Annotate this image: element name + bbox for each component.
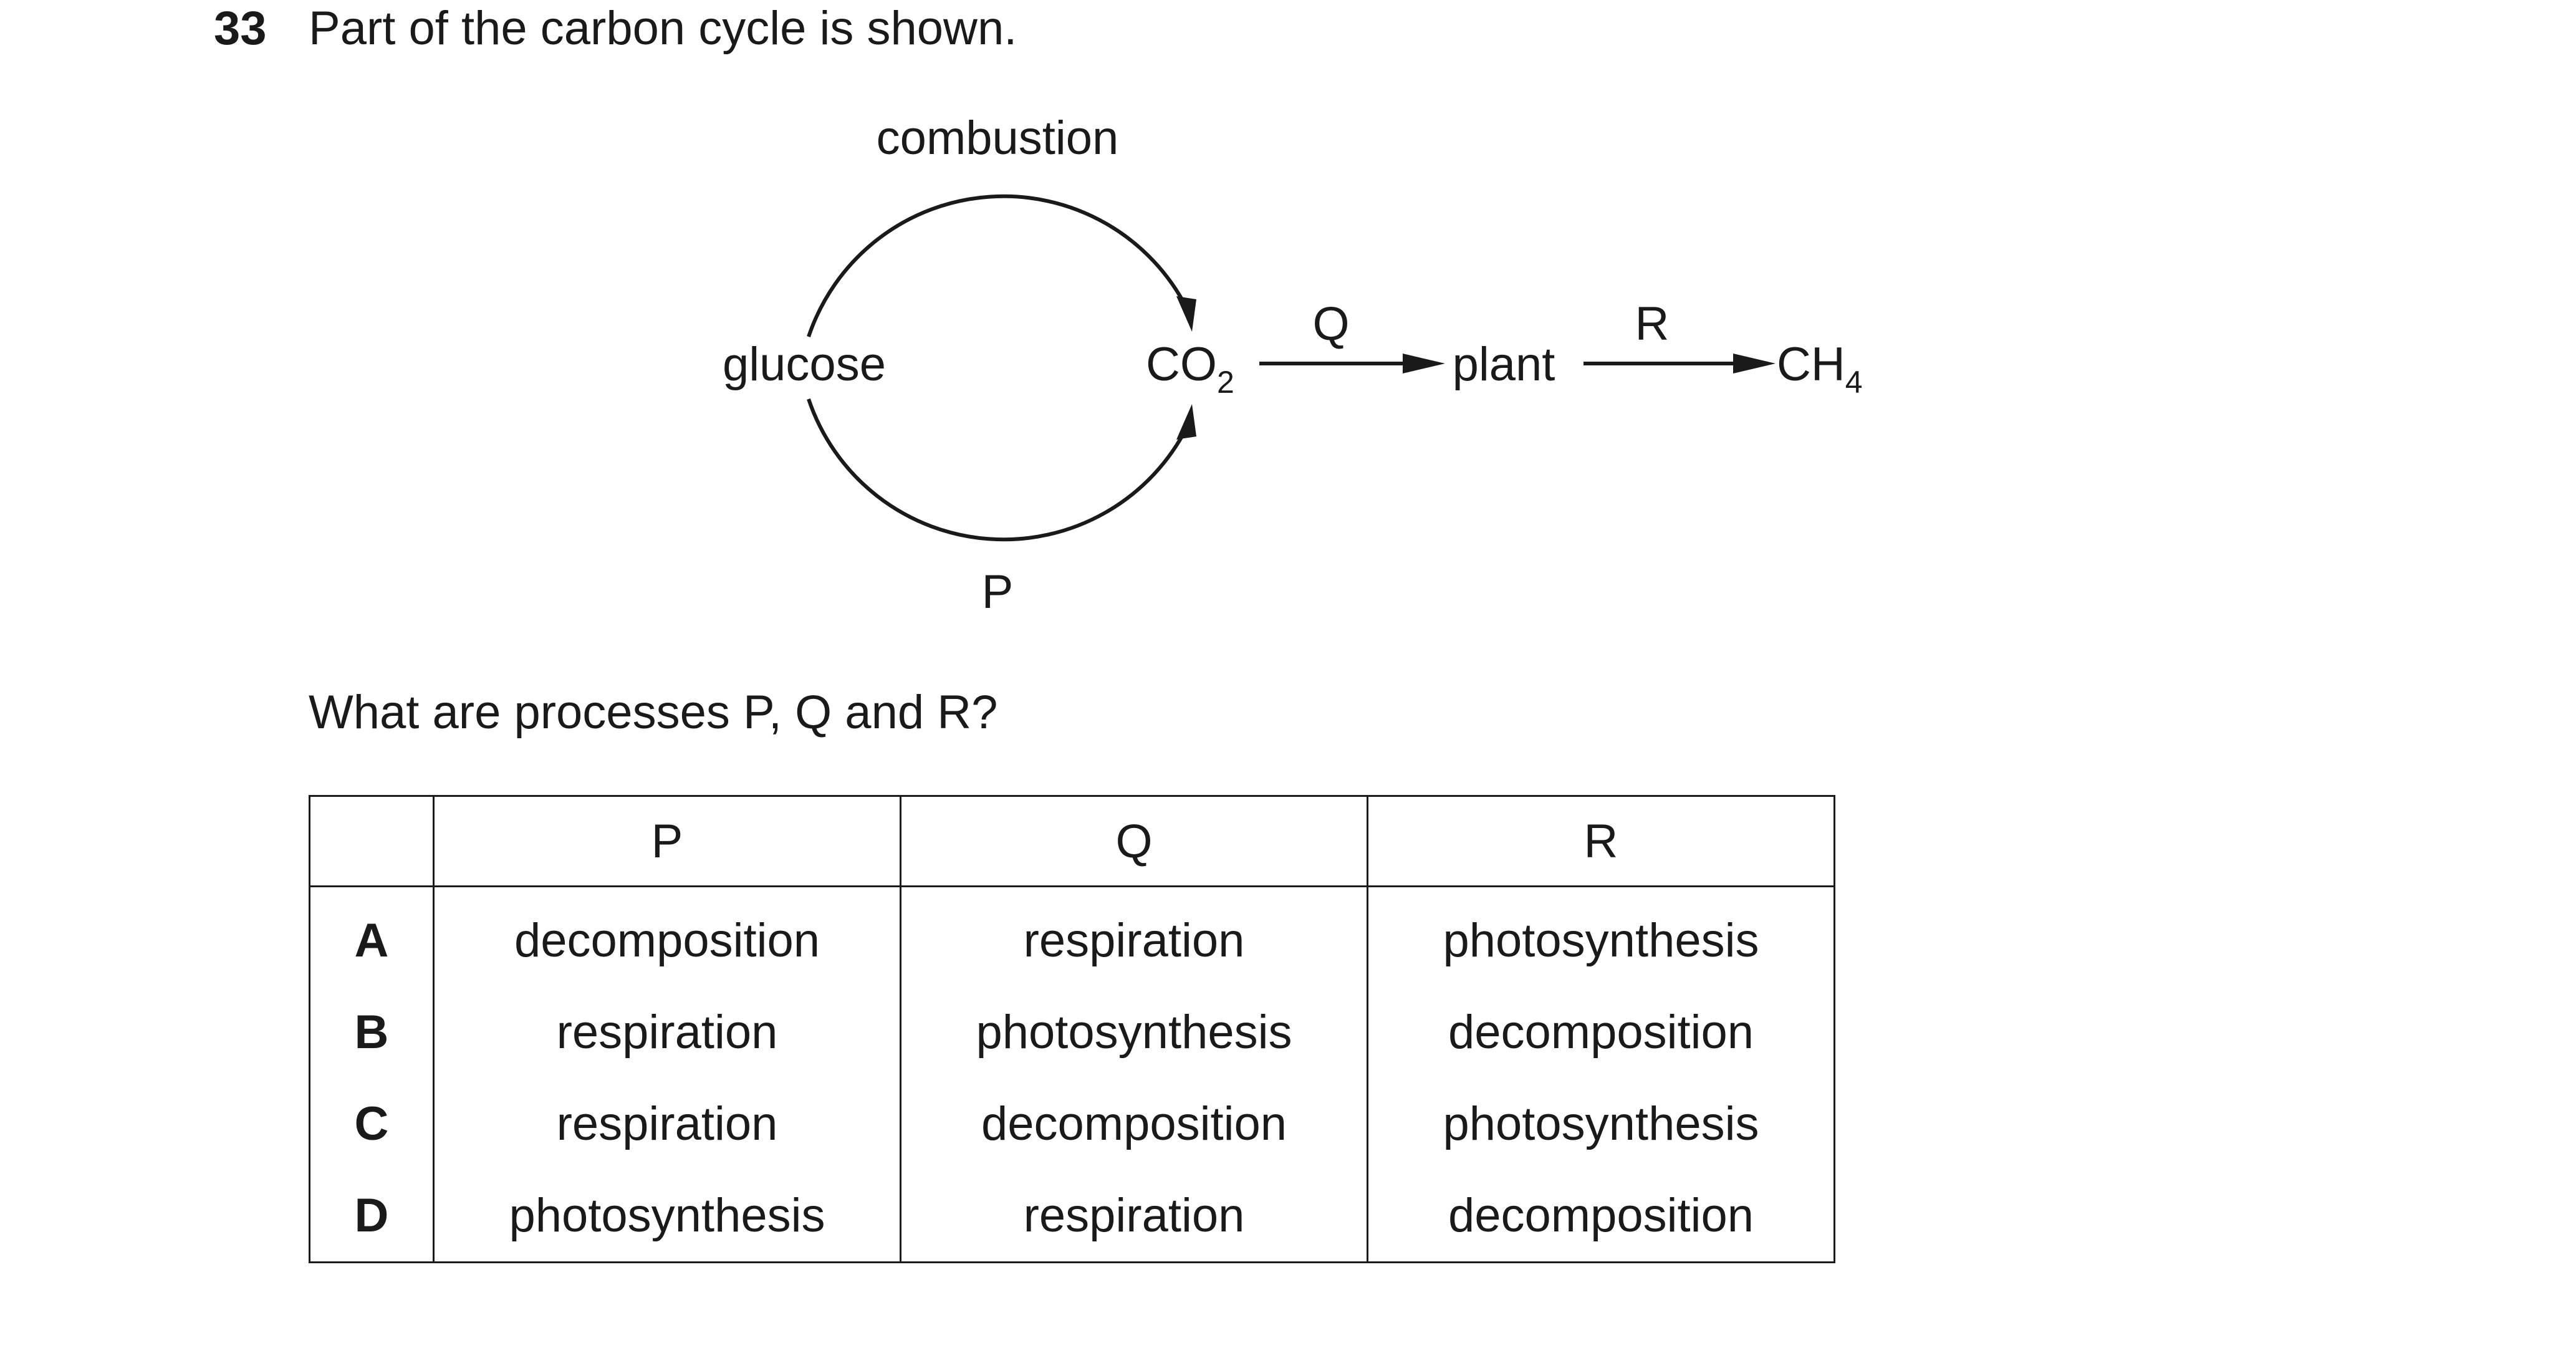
option-letter: D — [309, 1170, 435, 1263]
co2-base: CO — [1146, 338, 1217, 391]
option-letter: A — [309, 886, 435, 986]
table-header-row: P Q R — [309, 795, 1835, 887]
combustion-arc — [807, 194, 1189, 337]
cell-r: decomposition — [1367, 986, 1835, 1078]
header-r: R — [1367, 795, 1835, 887]
table-row[interactable]: C respiration decomposition photosynthes… — [309, 1078, 1835, 1170]
p-arc — [807, 398, 1189, 542]
label-combustion: combustion — [877, 112, 1119, 165]
cell-q: respiration — [900, 886, 1368, 986]
combustion-arrowhead — [1176, 296, 1196, 332]
q-arrowhead — [1403, 354, 1445, 373]
label-q: Q — [1312, 297, 1349, 350]
option-letter: C — [309, 1078, 435, 1170]
label-r: R — [1635, 297, 1670, 350]
cell-q: photosynthesis — [900, 986, 1368, 1078]
option-letter: B — [309, 986, 435, 1078]
label-plant: plant — [1453, 338, 1555, 391]
cell-p: respiration — [433, 986, 901, 1078]
label-p: P — [982, 566, 1014, 619]
co2-subscript: 2 — [1217, 365, 1234, 400]
table-row[interactable]: B respiration photosynthesis decompositi… — [309, 986, 1835, 1078]
cell-q: decomposition — [900, 1078, 1368, 1170]
cell-r: decomposition — [1367, 1170, 1835, 1263]
label-glucose: glucose — [723, 338, 886, 391]
cell-q: respiration — [900, 1170, 1368, 1263]
ch4-base: CH — [1777, 338, 1845, 391]
answer-table: P Q R A decomposition respiration photos… — [309, 795, 1835, 1263]
carbon-cycle-diagram: combustion glucose CO2 plant CH4 Q R P — [723, 112, 1863, 619]
r-arrowhead — [1733, 354, 1776, 373]
header-blank — [309, 795, 435, 887]
cell-p: photosynthesis — [433, 1170, 901, 1263]
cell-p: respiration — [433, 1078, 901, 1170]
cell-r: photosynthesis — [1367, 886, 1835, 986]
question-prompt: What are processes P, Q and R? — [309, 686, 998, 739]
table-row[interactable]: D photosynthesis respiration decompositi… — [309, 1170, 1835, 1263]
cell-r: photosynthesis — [1367, 1078, 1835, 1170]
table-row[interactable]: A decomposition respiration photosynthes… — [309, 886, 1835, 986]
label-ch4: CH4 — [1777, 338, 1863, 400]
p-arrowhead — [1176, 404, 1196, 440]
header-q: Q — [900, 795, 1368, 887]
ch4-subscript: 4 — [1845, 365, 1863, 400]
header-p: P — [433, 795, 901, 887]
question-number: 33 — [214, 2, 267, 55]
label-co2: CO2 — [1146, 338, 1234, 400]
question-stem: Part of the carbon cycle is shown. — [309, 2, 1017, 55]
cell-p: decomposition — [433, 886, 901, 986]
